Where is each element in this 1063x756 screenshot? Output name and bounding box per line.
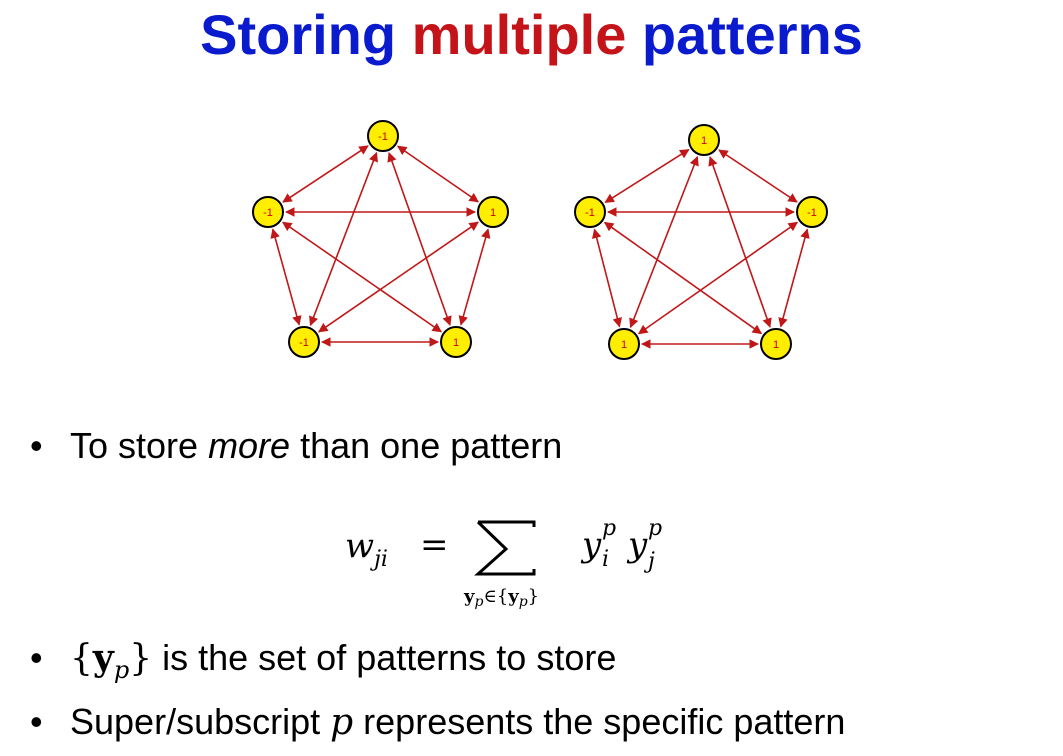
neuron-value-label: 1 <box>773 339 779 351</box>
set-brace-open: { <box>70 638 93 679</box>
bullet-text: To store <box>70 425 209 466</box>
bullet-text: than one pattern <box>290 425 563 466</box>
connection-edge <box>397 145 479 203</box>
neuron-value-label: 1 <box>621 339 627 351</box>
formula-term-yj-sup: p <box>648 516 662 541</box>
bullet-pattern-set: • {yp} is the set of patterns to store <box>30 636 616 692</box>
connection-edge <box>458 228 491 326</box>
bullet-superscript-p: • Super/subscript p represents the specif… <box>30 700 845 745</box>
neuron-value-label: -1 <box>299 337 309 349</box>
hebbian-formula: wji = yp∈{yp} y p i y p j <box>345 516 662 610</box>
sum-symbol <box>474 520 536 576</box>
bullet-store-more: • To store more than one pattern <box>30 424 562 468</box>
neuron-value-label: -1 <box>378 131 388 143</box>
bullet-emphasis: more <box>208 425 291 466</box>
bullet-point: • <box>30 425 43 466</box>
connection-edge <box>591 228 623 328</box>
connection-edge <box>637 221 799 335</box>
neuron-node <box>252 196 284 228</box>
title-word-multiple: multiple <box>411 3 627 66</box>
formula-term-yi: y <box>580 525 602 565</box>
formula-term-yi-sub: i <box>602 547 609 572</box>
set-symbol: y <box>92 637 114 679</box>
neuron-node <box>367 120 399 152</box>
neuron-value-label: 1 <box>453 337 459 349</box>
neuron-value-label: 1 <box>490 207 496 219</box>
neuron-node <box>796 196 828 228</box>
neuron-node <box>288 326 320 358</box>
connection-edge <box>282 145 369 203</box>
connection-edge <box>603 221 763 335</box>
neuron-node <box>477 196 509 228</box>
connection-edge <box>708 156 772 328</box>
slide-title: Storing multiple patterns <box>0 2 1063 68</box>
formula-lhs: wji <box>345 526 388 572</box>
neuron-value-label: -1 <box>585 207 595 219</box>
set-brace-close: } <box>129 638 153 679</box>
network-diagrams: -1 -1 1 -1 1 1 -1 -1 1 1 <box>252 120 828 360</box>
set-subscript: p <box>113 656 130 685</box>
neuron-value-label: -1 <box>263 207 273 219</box>
connection-edge <box>270 228 302 326</box>
formula-equals: = <box>420 525 449 565</box>
bullet-text: represents the specific pattern <box>353 701 846 742</box>
connection-edge <box>718 149 798 203</box>
neuron-node <box>760 328 792 360</box>
connection-edge <box>629 155 699 329</box>
neuron-node <box>440 326 472 358</box>
connection-edge <box>318 221 479 333</box>
connection-edge <box>778 228 810 328</box>
bullet-text: Super/subscript <box>70 701 331 742</box>
title-word-storing: Storing <box>200 3 397 66</box>
connection-edge <box>387 152 452 326</box>
title-word-patterns: patterns <box>641 3 863 66</box>
pattern-symbol: p <box>330 702 354 743</box>
neuron-value-label: -1 <box>807 207 817 219</box>
bullet-point: • <box>30 701 43 742</box>
bullet-point: • <box>30 637 43 678</box>
neuron-node <box>608 328 640 360</box>
formula-term-yj: y <box>626 525 648 565</box>
bullet-text: is the set of patterns to store <box>152 637 617 678</box>
neuron-node <box>574 196 606 228</box>
connection-edge <box>282 221 442 333</box>
hopfield-network-pattern-2: 1 -1 -1 1 1 <box>574 124 828 360</box>
hopfield-network-pattern-1: -1 -1 1 -1 1 <box>252 120 509 358</box>
connection-edge <box>604 148 690 204</box>
sum-subscript: yp∈{yp} <box>463 586 539 610</box>
formula-term-yi-sup: p <box>602 516 616 541</box>
neuron-value-label: 1 <box>701 135 707 147</box>
neuron-node <box>688 124 720 156</box>
